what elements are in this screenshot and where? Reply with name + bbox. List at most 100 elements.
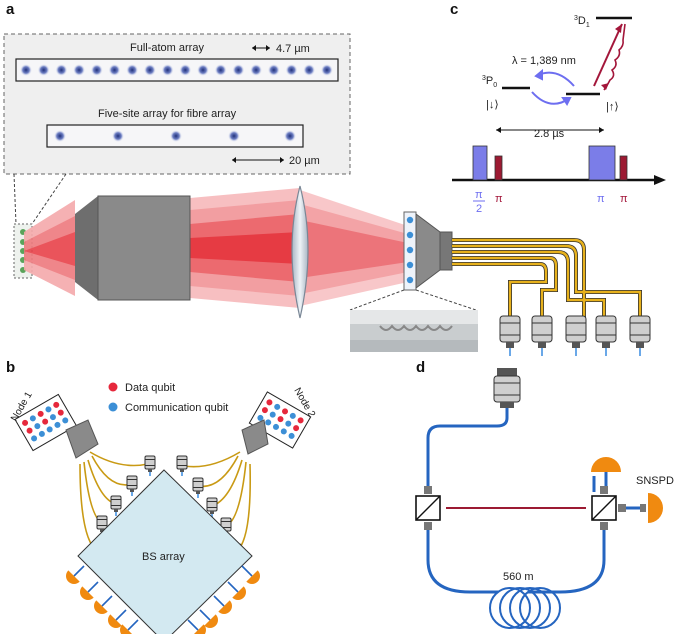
detector-label: SNSPD	[636, 475, 674, 487]
atom-spot	[20, 64, 32, 76]
qubit-dot	[265, 419, 272, 426]
qubit-dot	[261, 407, 268, 414]
qubit-dot	[54, 421, 61, 428]
atom-spot	[126, 64, 139, 76]
state-up: |↑⟩	[606, 101, 619, 113]
panel-c-letter: c	[450, 1, 458, 18]
qubit-dot	[57, 409, 64, 416]
qubit-dot	[38, 430, 45, 437]
atom-spot	[54, 130, 66, 142]
pulse-pi-2	[588, 145, 616, 181]
photo-connector-right	[415, 289, 477, 311]
full-atom-spots	[20, 64, 333, 76]
fibre-connector	[192, 477, 204, 498]
beam-splitter-right	[591, 486, 626, 530]
beam-splitter-left	[415, 486, 441, 530]
qubit-dot	[62, 417, 69, 424]
detector-icon	[213, 595, 232, 614]
atom-spot	[37, 64, 50, 76]
qubit-dot	[282, 408, 288, 415]
qubit-dot	[34, 423, 41, 430]
qubit-dot	[22, 419, 29, 426]
pulse-pi-1	[494, 155, 503, 181]
fibre-connectors	[499, 315, 651, 356]
qubit-dot	[297, 417, 304, 424]
atom-spot	[284, 130, 296, 142]
excitation-arrow	[593, 23, 626, 91]
detector-icon	[199, 609, 218, 628]
five-site-spots	[54, 130, 296, 142]
bs-detectors	[66, 565, 260, 634]
qubit-dot	[29, 415, 36, 422]
fibre-connector	[629, 315, 651, 356]
qubit-dot	[277, 416, 284, 423]
detector-icon	[66, 565, 85, 584]
qubit-cycle-arrows	[531, 68, 575, 106]
legend-data-qubit: Data qubit	[125, 382, 175, 394]
panel-a-letter: a	[6, 1, 15, 18]
detector-right	[626, 493, 663, 523]
fibre-connector	[96, 515, 108, 536]
qubit-dot	[285, 420, 292, 427]
qubit-dot	[42, 418, 49, 425]
state-down: |↓⟩	[486, 99, 499, 111]
qubit-dot	[26, 427, 33, 434]
duration-marker	[496, 127, 604, 133]
atom-spot	[161, 64, 174, 76]
atom-spot	[285, 64, 298, 76]
qubit-dot	[53, 401, 60, 408]
inset-connector-left	[13, 173, 17, 225]
qubit-dot	[273, 423, 279, 430]
qubit-dot	[269, 411, 276, 418]
fibre-length-label: 560 m	[503, 571, 534, 583]
fibre-connector	[144, 455, 156, 476]
fibre-connector	[595, 315, 617, 356]
atom-spot	[170, 130, 182, 142]
five-site-title: Five-site array for fibre array	[98, 108, 237, 120]
qubit-dot	[37, 410, 44, 417]
detector-icon	[241, 565, 260, 584]
node-1	[14, 393, 78, 452]
scale-bar-1-label: 4.7 µm	[276, 43, 310, 55]
fibre-connector	[126, 475, 138, 496]
fibre-connector	[110, 495, 122, 516]
fibre-connector	[531, 315, 553, 356]
qubit-dot	[266, 399, 273, 406]
bs-array	[77, 469, 253, 634]
detector-icon	[80, 581, 99, 600]
qubit-dot	[257, 414, 264, 421]
detector-icon	[227, 581, 246, 600]
atom-spot	[232, 64, 245, 76]
pulse-label-pi-half-den: 2	[476, 203, 482, 215]
full-array-title: Full-atom array	[130, 42, 204, 54]
atom-spot	[303, 64, 316, 76]
atom-spot	[250, 64, 263, 76]
node-2-coupler	[241, 419, 269, 455]
qubit-dot	[46, 426, 53, 433]
pulse-sequence	[452, 145, 666, 185]
atom-spot	[179, 64, 192, 76]
qubit-dot	[289, 412, 296, 419]
atom-spot	[108, 64, 121, 76]
pulse-pi-half-1	[472, 145, 488, 181]
laser-beams	[24, 188, 408, 308]
panel-b-letter: b	[6, 359, 15, 376]
atom-spot	[143, 64, 156, 76]
legend	[108, 382, 118, 412]
fibre-connector-top	[493, 368, 521, 408]
fibre-connector	[176, 455, 188, 476]
qubit-dot	[280, 428, 287, 435]
atom-spot	[112, 130, 124, 142]
node-2	[248, 391, 312, 449]
wavelength-label: λ = 1,389 nm	[512, 55, 576, 67]
scale-bar-2-label: 20 µm	[289, 155, 320, 167]
legend-communication-qubit: Communication qubit	[125, 402, 228, 414]
qubit-dot	[45, 406, 52, 413]
duration-label: 2.8 µs	[534, 128, 565, 140]
atom-spot	[73, 64, 86, 76]
qubit-dot	[31, 435, 38, 442]
detector-icon	[94, 595, 113, 614]
pulse-label-pi-2: π	[597, 193, 605, 205]
atom-spot	[267, 64, 280, 76]
